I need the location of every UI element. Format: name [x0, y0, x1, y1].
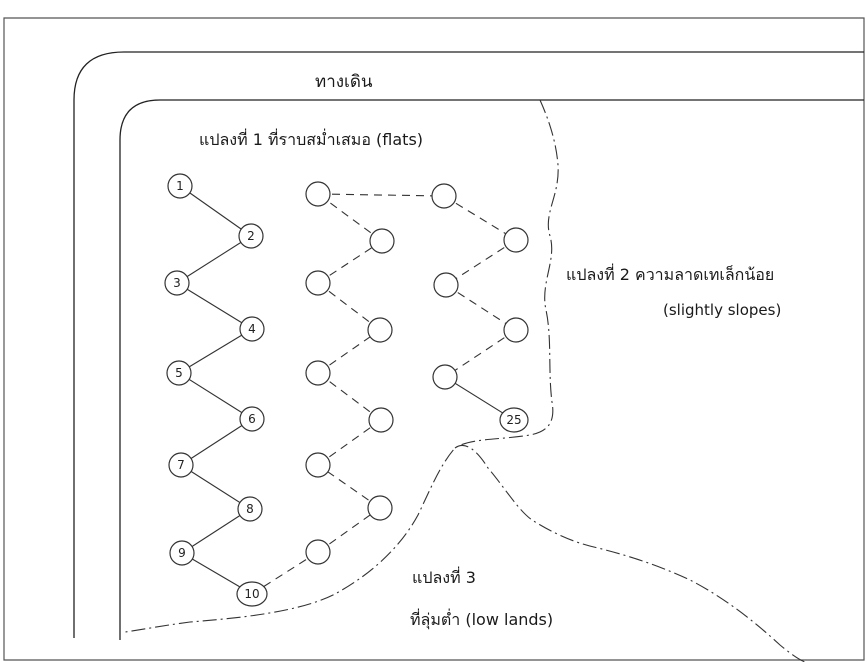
sample-point-8 [237, 496, 263, 522]
sample-point-21 [503, 227, 529, 253]
sample-point-15 [305, 360, 331, 386]
point-number-4: 4 [248, 322, 256, 336]
walkway-label: ทางเดิน [315, 72, 373, 92]
point-number-6: 6 [248, 412, 256, 426]
point-number-7: 7 [177, 458, 185, 472]
point-number-8: 8 [246, 502, 254, 516]
sample-point-17 [305, 270, 331, 296]
sample-point-16 [367, 317, 393, 343]
sample-point-12 [367, 495, 393, 521]
plot-3-label-english: ที่ลุ่มต่ำ (low lands) [410, 610, 554, 629]
point-number-10: 10 [244, 587, 259, 601]
sample-point-11 [305, 539, 331, 565]
plot-2-label-english: (slightly slopes) [663, 301, 782, 319]
sample-point-1 [167, 173, 193, 199]
sample-point-6 [239, 406, 265, 432]
point-number-9: 9 [178, 546, 186, 560]
page-frame [3, 17, 865, 661]
point-number-2: 2 [247, 229, 255, 243]
sample-point-23 [503, 317, 529, 343]
sample-points [164, 173, 529, 607]
sample-point-19 [305, 181, 331, 207]
sample-point-4 [239, 316, 265, 342]
sample-point-18 [369, 228, 395, 254]
sample-point-13 [305, 452, 331, 478]
point-number-1: 1 [176, 179, 184, 193]
walkway-outer-edge [73, 51, 864, 638]
sample-point-5 [166, 360, 192, 386]
plot-2-label-thai: แปลงที่ 2 ความลาดเทเล็กน้อย [566, 265, 775, 284]
plot-3-label-thai: แปลงที่ 3 [412, 568, 476, 587]
point-number-25: 25 [506, 413, 521, 427]
sample-point-20 [431, 183, 457, 209]
sample-point-14 [368, 407, 394, 433]
sample-point-25 [499, 407, 529, 433]
sample-point-22 [433, 272, 459, 298]
plot-1-label: แปลงที่ 1 ที่ราบสม่ำเสมอ (flats) [199, 130, 424, 149]
point-number-3: 3 [173, 276, 181, 290]
sample-point-3 [164, 270, 190, 296]
sample-point-24 [432, 364, 458, 390]
plot-boundary-2-3 [454, 444, 806, 662]
point-numbers: 1 2 3 4 5 6 7 8 9 10 25 [173, 179, 521, 601]
point-number-5: 5 [175, 366, 183, 380]
walkway-inner-edge [119, 99, 864, 640]
sample-point-9 [169, 540, 195, 566]
sample-point-2 [238, 223, 264, 249]
sample-point-7 [168, 452, 194, 478]
sample-point-10 [236, 581, 268, 607]
plot-boundary-1-2 [124, 99, 559, 633]
column-1-connections [176, 185, 253, 595]
dashed-connections [251, 193, 517, 595]
